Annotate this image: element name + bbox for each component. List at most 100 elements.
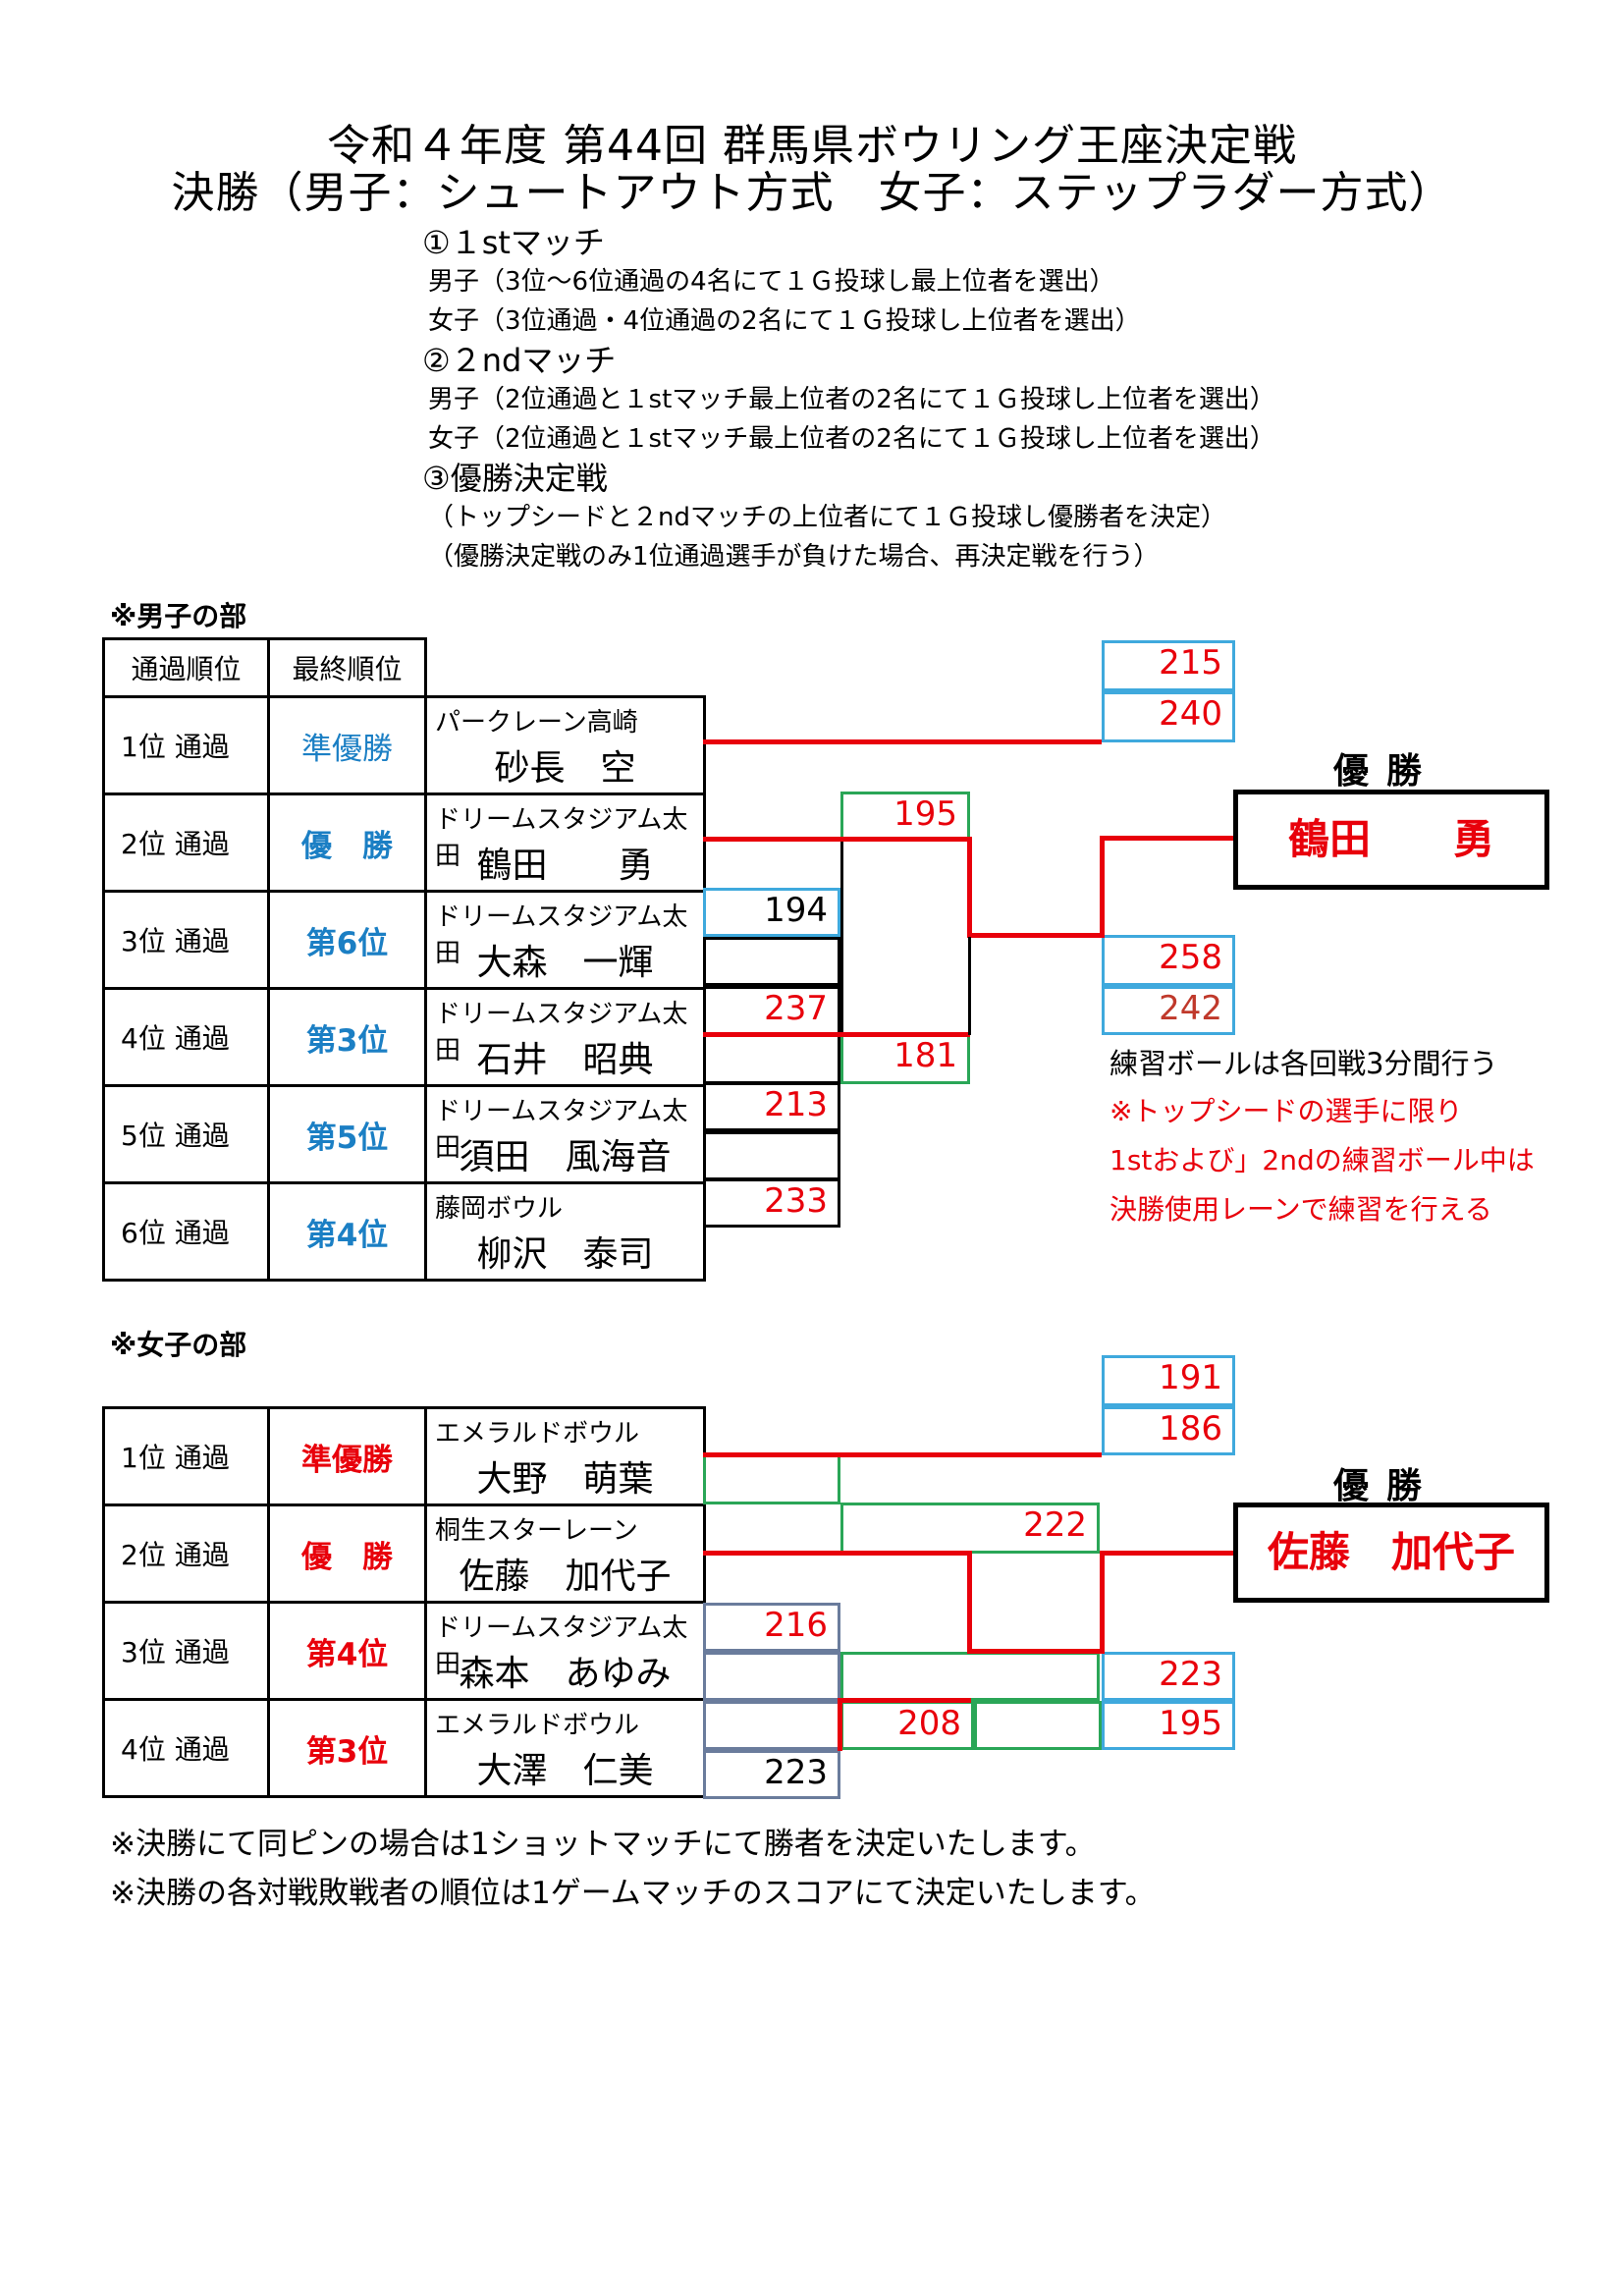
rule-1st-heading: ①１stマッチ	[422, 224, 605, 261]
rank-cell: 4位 通過	[102, 1698, 270, 1798]
men-row-5: 5位 通過 第5位 ドリームスタジアム太田須田 風海音	[102, 1084, 706, 1184]
women-2nd-p2-score: 222	[840, 1503, 1100, 1554]
women-champion-label: 優勝	[1333, 1466, 1440, 1506]
rank-cell: 2位 通過	[102, 1503, 270, 1604]
player-cell: ドリームスタジアム太田森本 あゆみ	[424, 1601, 706, 1701]
rank-cell: 4位 通過	[102, 987, 270, 1087]
men-1st-p5-score: 213	[703, 1082, 840, 1131]
men-final-p1-score-2: 240	[1102, 691, 1235, 742]
final-rank-cell: 準優勝	[267, 695, 427, 795]
note-lane: 決勝使用レーンで練習を行える	[1110, 1193, 1492, 1226]
men-2nd-p2-score: 195	[840, 792, 970, 841]
men-section-title: ※男子の部	[110, 600, 247, 632]
women-row-4: 4位 通過 第3位 エメラルドボウル大澤 仁美	[102, 1698, 706, 1798]
rank-cell: 6位 通過	[102, 1181, 270, 1282]
rank-cell: 1位 通過	[102, 1406, 270, 1506]
women-final-p2-score-2: 195	[1102, 1701, 1235, 1750]
women-1st-p3-blank	[703, 1652, 840, 1701]
final-rank-cell: 第5位	[267, 1084, 427, 1184]
men-2nd-connector	[840, 841, 843, 1033]
rank-cell: 2位 通過	[102, 793, 270, 893]
rule-final-rematch: （優勝決定戦のみ1位通過選手が負けた場合、再決定戦を行う）	[428, 542, 1160, 572]
women-2nd-p4-score: 208	[840, 1701, 974, 1750]
women-p1-winner-line	[703, 1452, 1102, 1457]
rank-cell: 3位 通過	[102, 1601, 270, 1701]
footer-tie-note: ※決勝にて同ピンの場合は1ショットマッチにて勝者を決定いたします。	[110, 1827, 1096, 1862]
bowling-center: パークレーン高崎	[435, 708, 638, 738]
men-final-p2-score-1: 258	[1102, 935, 1235, 986]
rule-2nd-women: 女子（2位通過と１stマッチ最上位者の2名にて１Ｇ投球し上位者を選出）	[428, 424, 1275, 454]
player-name: 須田 風海音	[459, 1137, 672, 1177]
final-rank-cell: 第3位	[267, 987, 427, 1087]
player-cell: ドリームスタジアム太田須田 風海音	[424, 1084, 706, 1184]
rule-2nd-men: 男子（2位通過と１stマッチ最上位者の2名にて１Ｇ投球し上位者を選出）	[428, 385, 1275, 414]
men-p2-down-line	[967, 837, 972, 937]
player-cell: 桐生スターレーン佐藤 加代子	[424, 1503, 706, 1604]
women-standings-table: 1位 通過 準優勝 エメラルドボウル大野 萌葉 2位 通過 優 勝 桐生スターレ…	[102, 1406, 706, 1798]
header-rank: 通過順位	[102, 637, 270, 698]
women-1st-winner-line	[838, 1698, 971, 1703]
bowling-center: ドリームスタジアム太田	[435, 1000, 688, 1066]
rank-cell: 3位 通過	[102, 890, 270, 990]
page-subtitle: 決勝（男子：シュートアウト方式 女子：ステップラダー方式）	[171, 168, 1453, 218]
player-name: 森本 あゆみ	[459, 1654, 672, 1694]
player-name: 大森 一輝	[476, 943, 654, 983]
men-1st-p5-blank	[703, 1131, 840, 1180]
men-header-row: 通過順位 最終順位	[102, 637, 705, 698]
men-2nd-p4-score: 181	[840, 1033, 970, 1084]
bowling-center: ドリームスタジアム太田	[435, 902, 688, 968]
header-final: 最終順位	[267, 637, 427, 698]
note-practice: 練習ボールは各回戦3分間行う	[1110, 1047, 1498, 1080]
men-final-connector	[1100, 836, 1105, 938]
player-cell: ドリームスタジアム太田大森 一輝	[424, 890, 706, 990]
rule-final-desc: （トップシードと２ndマッチの上位者にて１Ｇ投球し優勝者を決定）	[428, 503, 1226, 532]
player-name: 柳沢 泰司	[476, 1234, 654, 1275]
men-p1-winner-line	[703, 739, 1102, 744]
women-row-3: 3位 通過 第4位 ドリームスタジアム太田森本 あゆみ	[102, 1601, 706, 1701]
women-final-p1-score-1: 191	[1102, 1355, 1235, 1406]
women-2nd-winner-line	[967, 1649, 1105, 1654]
rank-cell: 5位 通過	[102, 1084, 270, 1184]
women-p2-line	[703, 1551, 970, 1556]
player-name: 鶴田 勇	[476, 846, 654, 886]
men-p4-line	[703, 1032, 970, 1037]
women-2nd-p1-blank	[703, 1453, 840, 1504]
player-cell: 藤岡ボウル柳沢 泰司	[424, 1181, 706, 1282]
women-1st-winner-up-line	[838, 1698, 842, 1751]
bowling-center: エメラルドボウル	[435, 1419, 640, 1449]
men-p2-line	[703, 837, 970, 842]
player-cell: ドリームスタジアム太田石井 昭典	[424, 987, 706, 1087]
women-section-title: ※女子の部	[110, 1329, 247, 1361]
player-cell: パークレーン高崎砂長 空	[424, 695, 706, 795]
bowling-center: ドリームスタジアム太田	[435, 805, 688, 871]
men-2nd-winner-line	[967, 933, 1105, 938]
men-row-4: 4位 通過 第3位 ドリームスタジアム太田石井 昭典	[102, 987, 706, 1087]
player-cell: エメラルドボウル大澤 仁美	[424, 1698, 706, 1798]
men-1st-p4-score: 237	[703, 986, 840, 1035]
women-row-2: 2位 通過 優 勝 桐生スターレーン佐藤 加代子	[102, 1503, 706, 1604]
men-final-p1-score-1: 215	[1102, 640, 1235, 691]
men-standings-table: 通過順位 最終順位 1位 通過 準優勝 パークレーン高崎砂長 空 2位 通過 優…	[102, 637, 706, 1282]
men-row-1: 1位 通過 準優勝 パークレーン高崎砂長 空	[102, 695, 706, 795]
player-name: 石井 昭典	[476, 1040, 654, 1080]
women-champion-box: 佐藤 加代子	[1233, 1503, 1549, 1603]
women-1st-p4-blank	[703, 1701, 840, 1750]
player-name: 大澤 仁美	[476, 1751, 654, 1791]
player-name: 大野 萌葉	[476, 1459, 654, 1500]
women-row-1: 1位 通過 準優勝 エメラルドボウル大野 萌葉	[102, 1406, 706, 1506]
final-rank-cell: 優 勝	[267, 793, 427, 893]
men-1st-p4-blank	[703, 1035, 840, 1084]
women-2nd-right-blank	[974, 1701, 1102, 1750]
men-champion-line	[1100, 836, 1233, 841]
women-final-connector	[1100, 1551, 1105, 1653]
bowling-center: ドリームスタジアム太田	[435, 1097, 688, 1163]
women-2nd-mid-blank	[840, 1652, 1100, 1701]
women-1st-p3-score: 216	[703, 1603, 840, 1652]
note-practice-ball: 1stおよび」2ndの練習ボール中は	[1110, 1144, 1535, 1176]
women-final-p1-score-2: 186	[1102, 1406, 1235, 1455]
player-name: 佐藤 加代子	[459, 1557, 672, 1597]
page-title: 令和４年度 第44回 群馬県ボウリング王座決定戦	[327, 121, 1297, 171]
final-rank-cell: 優 勝	[267, 1503, 427, 1604]
women-p2-down-line	[967, 1551, 972, 1653]
player-name: 砂長 空	[494, 748, 636, 789]
